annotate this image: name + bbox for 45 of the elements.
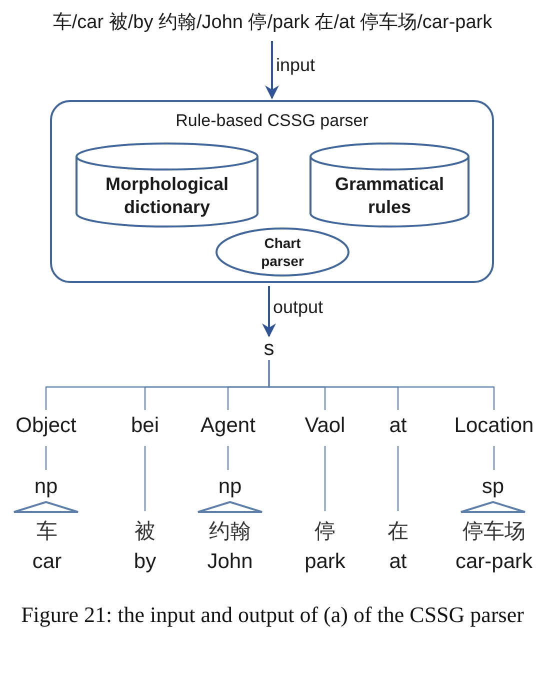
tree-node-label: sp (475, 474, 511, 500)
tree-node-label: np (28, 474, 64, 500)
tree-line (493, 446, 495, 470)
edge-label: input (275, 55, 316, 75)
leaf-word: 停车场 (462, 519, 526, 545)
leaf-word: 车 (36, 519, 58, 545)
parser-box (50, 100, 494, 283)
tree-node-label: s (259, 338, 279, 360)
triangle-line (197, 500, 263, 513)
leaf-gloss: by (134, 549, 156, 575)
tree-node-label: bei (125, 412, 165, 440)
tree-line (227, 446, 229, 470)
triangle-line (460, 500, 526, 513)
cylinder-label: Morphological dictionary (104, 173, 230, 219)
leaf-word: 被 (134, 519, 156, 545)
database-cylinder (309, 142, 470, 228)
leaf-gloss: park (304, 549, 346, 575)
chart-parser-ellipse (215, 227, 350, 277)
input-sentence: 车/car 被/by 约翰/John 停/park 在/at 停车场/car-park (10, 6, 535, 38)
leaf-gloss: car (32, 549, 62, 575)
leaf-word: 约翰 (209, 519, 251, 545)
leaf-word: 在 (388, 519, 408, 545)
tree-node-label: Agent (193, 412, 263, 440)
tree-line (268, 360, 495, 410)
tree-line (45, 446, 47, 470)
database-cylinder (75, 142, 259, 228)
leaf-gloss: car-park (455, 549, 533, 575)
leaf-word: 停 (314, 519, 336, 545)
leaf-gloss: John (207, 549, 253, 575)
tree-line (397, 446, 399, 511)
leaf-gloss: at (389, 549, 407, 575)
caption: Figure 21: the input and output of (a) of the CSSG parser (20, 602, 525, 628)
tree-line (144, 446, 146, 511)
tree-node-label: np (212, 474, 248, 500)
triangle-line (13, 500, 79, 513)
arrow (262, 286, 276, 338)
box-title: Rule-based CSSG parser (176, 111, 368, 131)
arrow (265, 41, 279, 100)
tree-line (324, 446, 326, 511)
cylinder-label: Grammatical rules (334, 173, 446, 219)
tree-node-label: Vaol (297, 412, 353, 440)
tree-node-label: Location (446, 412, 542, 440)
tree-node-label: Object (8, 412, 84, 440)
ellipse-label: Chart parser (260, 234, 305, 270)
tree-node-label: at (382, 412, 414, 440)
